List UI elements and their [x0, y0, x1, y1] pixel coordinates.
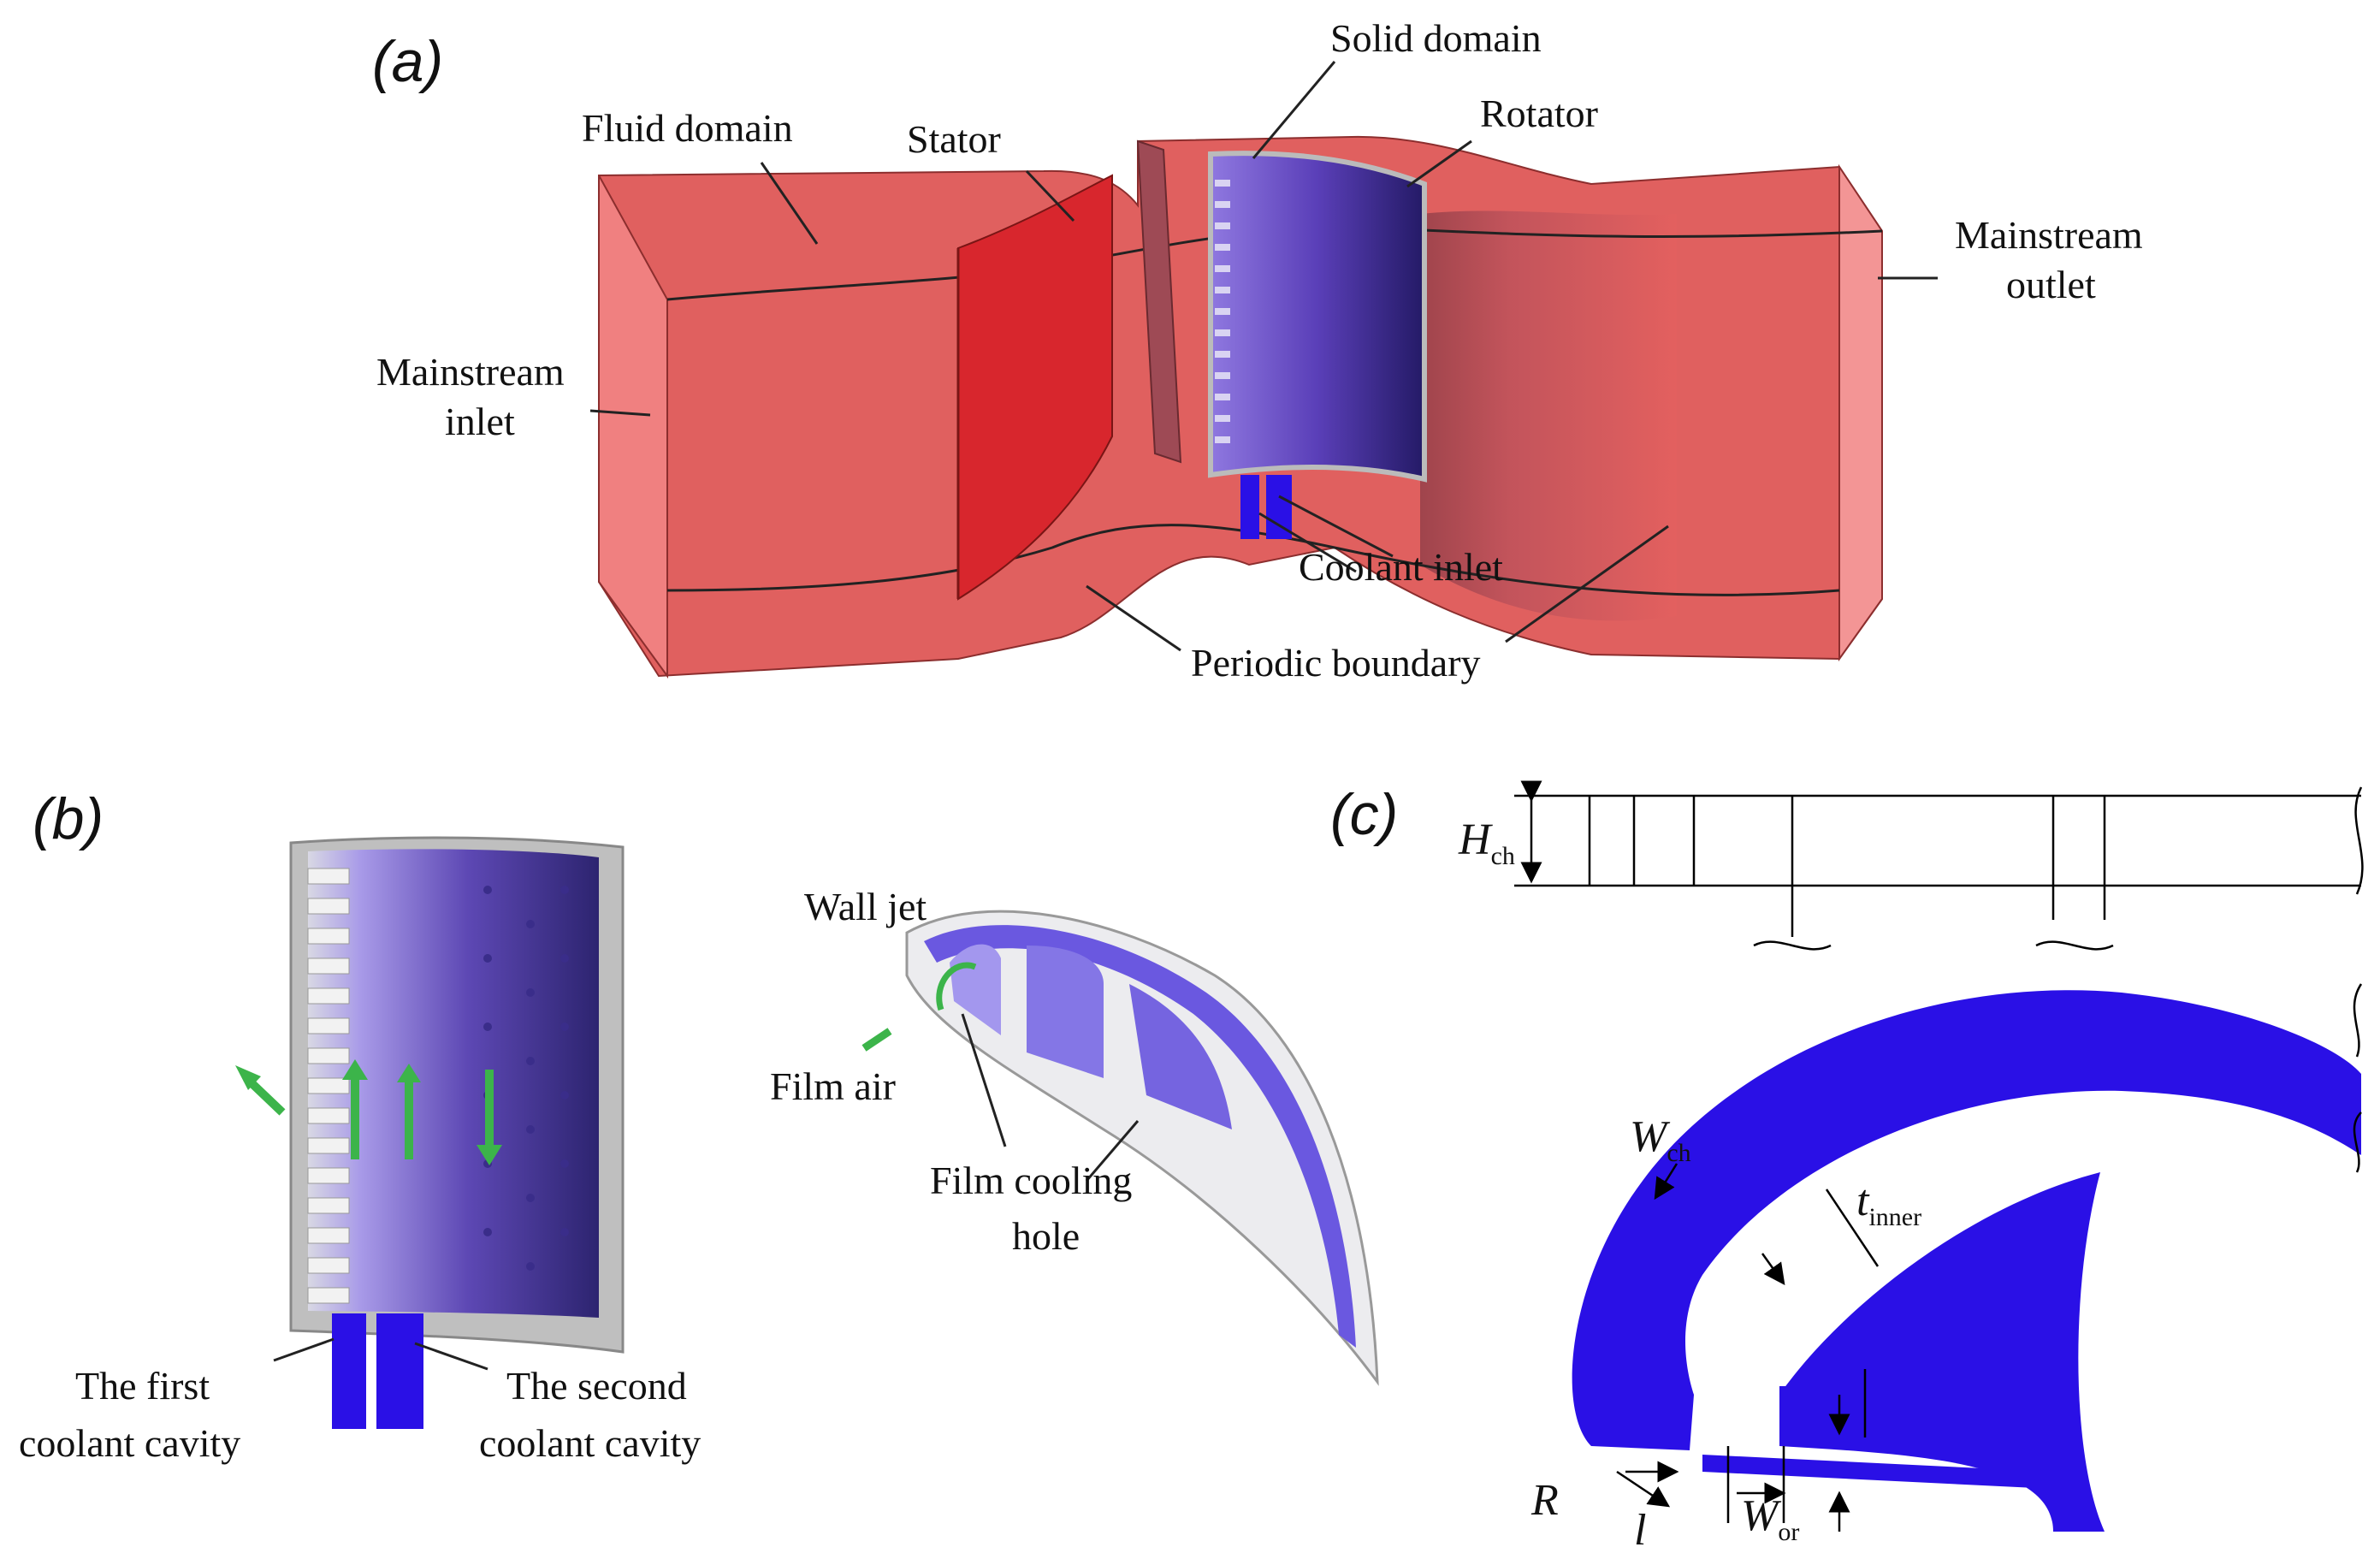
- film-air-arrow: [861, 1028, 892, 1052]
- w-ch-symbol: Wch: [1630, 1112, 1691, 1167]
- outlet-face: [1838, 163, 1883, 662]
- panel-c-channel-schematic: [1583, 786, 2364, 951]
- h-ch-symbol: Hch: [1458, 815, 1515, 870]
- coolant-tube-2: [1266, 475, 1292, 539]
- rotor-blade: [1208, 151, 1427, 483]
- panel-c-blade-section: [1572, 983, 2363, 1532]
- mainstream-inlet-label-2: inlet: [445, 400, 515, 443]
- second-cavity-label-2: coolant cavity: [479, 1421, 701, 1465]
- film-cooling-hole-label-1: Film cooling: [930, 1159, 1132, 1202]
- panel-a-geometry: [598, 135, 1883, 679]
- wall-jet-label: Wall jet: [804, 885, 927, 928]
- panel-b-blade-cutaway: [289, 836, 625, 1429]
- outlet-shade: [1420, 210, 1677, 621]
- second-cavity-tube: [376, 1313, 423, 1429]
- panel-b-leaders: [273, 1013, 1140, 1371]
- first-cavity-label-2: coolant cavity: [19, 1421, 240, 1465]
- panel-c-h-dimension: [1514, 780, 1583, 887]
- mainstream-outlet-label-2: outlet: [2006, 263, 2096, 306]
- inlet-face: [598, 175, 668, 679]
- panel-b-label: (b): [33, 786, 104, 851]
- l-symbol: l: [1634, 1506, 1646, 1555]
- film-air-label: Film air: [770, 1064, 896, 1108]
- panel-a-label: (a): [372, 29, 443, 94]
- wall-jet-arrow: [936, 962, 977, 1011]
- first-cavity-label-1: The first: [75, 1364, 210, 1408]
- stator-label: Stator: [907, 117, 1001, 161]
- fluid-domain-label: Fluid domain: [582, 106, 793, 150]
- second-cavity-label-1: The second: [506, 1364, 687, 1408]
- panel-b-airfoil: [861, 910, 1379, 1386]
- coolant-tube-1: [1240, 475, 1259, 539]
- periodic-boundary-label: Periodic boundary: [1191, 641, 1481, 685]
- interface-wall: [1136, 139, 1182, 464]
- coolant-inlet-label: Coolant inlet: [1299, 545, 1503, 589]
- mainstream-inlet-label-1: Mainstream: [376, 350, 565, 394]
- w-or-symbol: Wor: [1741, 1491, 1799, 1546]
- panel-b-flow-arrows: [235, 1059, 502, 1165]
- panel-c-dimensions: [1616, 1163, 1880, 1532]
- rotor-slots: [1215, 180, 1230, 443]
- stator-blade: [957, 174, 1113, 601]
- first-cavity-tube: [332, 1313, 366, 1429]
- t-inner-symbol: tinner: [1856, 1177, 1921, 1231]
- rotator-label: Rotator: [1480, 92, 1598, 135]
- r-symbol: R: [1530, 1476, 1559, 1525]
- panel-c-label: (c): [1330, 782, 1398, 847]
- film-cooling-hole-label-2: hole: [1012, 1214, 1080, 1258]
- solid-domain-label: Solid domain: [1330, 16, 1542, 60]
- mainstream-outlet-label-1: Mainstream: [1955, 213, 2143, 257]
- panel-a-leaders: [589, 61, 1938, 652]
